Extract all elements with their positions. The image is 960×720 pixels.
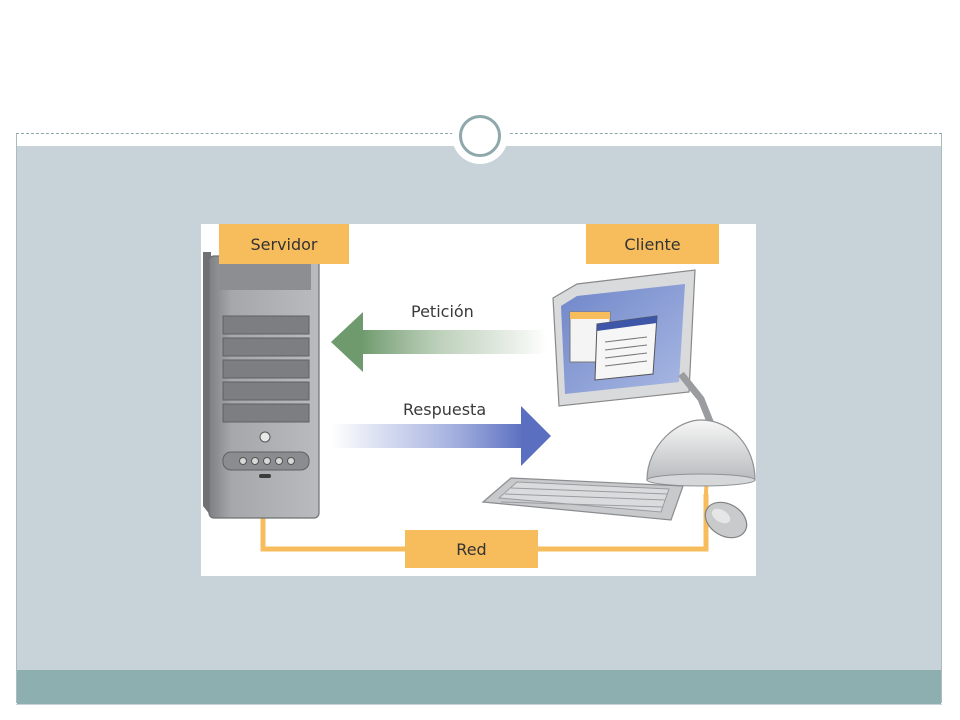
monitor-icon [552,269,715,426]
network-tag: Red [405,530,538,568]
server-tower-icon [203,252,320,519]
client-server-diagram: Servidor Cliente Red Petición Respuesta [201,224,756,576]
title-ring-ornament [452,108,508,164]
mouse-icon [704,501,748,539]
client-tag: Cliente [586,224,719,264]
keyboard-icon [481,477,684,521]
response-arrow-icon [331,406,551,466]
request-label: Petición [411,302,474,321]
title-ring-inner [459,115,501,157]
server-tag: Servidor [219,224,349,264]
footer-bar [17,670,941,704]
dome-base-icon [646,419,756,487]
response-label: Respuesta [403,400,487,419]
request-arrow-icon [331,312,547,372]
footer-line [16,704,942,705]
